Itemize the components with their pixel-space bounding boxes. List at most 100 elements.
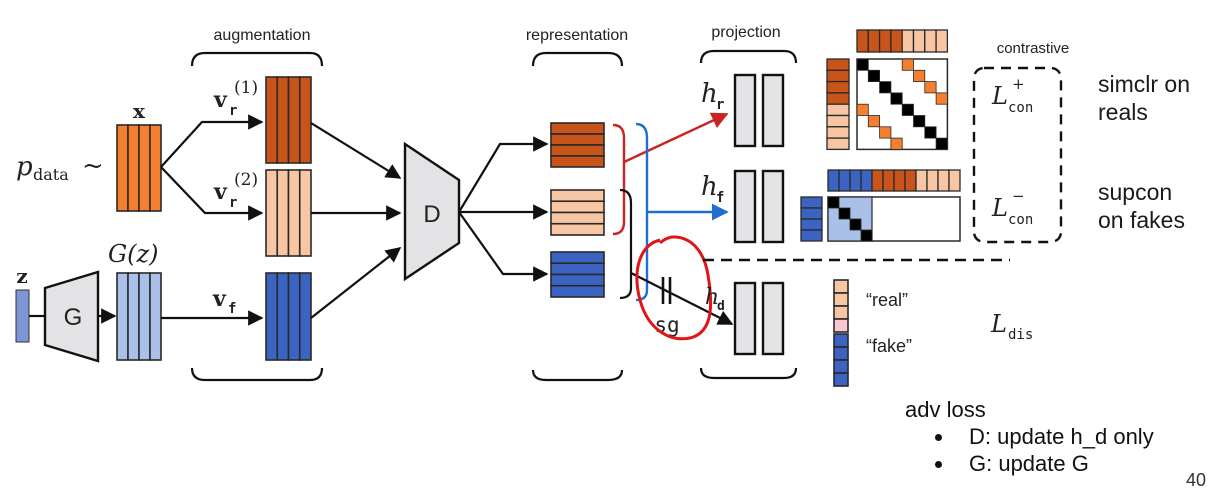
stripe — [550, 122, 605, 135]
stripe — [265, 76, 279, 164]
projection-brace-bottom — [699, 367, 798, 380]
supcon-left-cell — [800, 218, 823, 231]
stripe — [550, 200, 605, 214]
legend-fake-label: “fake” — [866, 336, 912, 356]
svg-text:L: L — [991, 82, 1008, 110]
simclr-left-cell — [826, 103, 850, 117]
legend-real-swatch — [833, 279, 849, 333]
x-label: x — [133, 99, 146, 123]
stripe — [287, 169, 301, 257]
svg-text:r: r — [229, 195, 237, 211]
svg-text:r: r — [716, 97, 724, 113]
L-dis: L dis — [990, 310, 1033, 343]
stripe — [138, 124, 151, 212]
z-label: z — [16, 264, 27, 288]
simclr-diagonal-cell — [856, 58, 869, 71]
stripe — [116, 124, 129, 212]
stripe — [833, 359, 849, 374]
supcon-note-line-1: supcon — [1098, 179, 1173, 205]
simclr-positive-cell — [856, 103, 869, 116]
simclr-positive-cell — [867, 115, 880, 128]
augmentation-brace-bottom — [190, 367, 324, 382]
legend-real-label: “real” — [866, 290, 908, 310]
hf-label: h f — [701, 172, 724, 206]
svg-text:+: + — [1012, 75, 1025, 93]
stop-gradient-label: sg — [654, 313, 679, 337]
real-pair-brace — [612, 123, 626, 236]
supcon-left-vector — [800, 196, 823, 242]
stripe — [149, 124, 162, 212]
simclr-positive-cell — [935, 92, 948, 105]
supcon-left-cell — [800, 196, 823, 209]
simclr-diagonal-cell — [935, 137, 948, 150]
stripe — [550, 155, 605, 168]
Gz-block — [116, 272, 162, 361]
representation-brace-bottom — [531, 369, 624, 382]
rep-fake-block — [550, 251, 605, 298]
supcon-diagonal-cell — [849, 218, 862, 231]
arrow-to-hd — [630, 272, 734, 325]
svg-text:~: ~ — [82, 151, 104, 181]
simclr-positive-cell — [890, 137, 903, 150]
vr1-label: v r (1) — [213, 78, 258, 119]
simclr-left-cell — [826, 58, 850, 71]
supcon-top-cell — [882, 169, 895, 192]
svg-text:p: p — [16, 152, 33, 182]
supcon-top-cell — [893, 169, 906, 192]
simclr-left-cell — [826, 80, 850, 94]
hr-layer-2 — [761, 73, 785, 148]
simclr-top-cell — [890, 29, 903, 53]
svg-text:v: v — [213, 179, 228, 205]
supcon-left-cell — [800, 207, 823, 220]
simclr-top-cell — [901, 29, 915, 53]
stripe — [276, 76, 290, 164]
simclr-top-cell — [856, 29, 869, 53]
supcon-top-vector — [827, 169, 961, 192]
hr-label: h r — [701, 79, 724, 113]
simclr-similarity-matrix — [856, 58, 949, 151]
svg-text:h: h — [701, 79, 718, 109]
adv-loss-title: adv loss — [905, 397, 986, 422]
annotation-circle — [635, 235, 713, 341]
simclr-top-cell — [924, 29, 937, 53]
hr-layer-1 — [733, 73, 757, 148]
adv-loss-item-G: G: update G — [955, 450, 1154, 477]
stripe — [550, 189, 605, 203]
stripe — [298, 169, 312, 257]
simclr-positive-cell — [924, 81, 937, 94]
stripe — [833, 346, 849, 361]
hd-layer-2 — [761, 281, 785, 356]
arrow-D-to-rep-real1 — [458, 136, 549, 213]
supcon-similarity-matrix — [827, 196, 961, 242]
arrow-vf-to-D — [310, 247, 402, 319]
representation-brace-top — [531, 51, 624, 67]
simclr-left-cell — [826, 126, 850, 139]
arrow-reals-to-hr — [623, 112, 729, 164]
svg-text:f: f — [228, 301, 236, 317]
p-data-label: p data ~ — [16, 151, 104, 184]
stripe — [276, 169, 290, 257]
simclr-note-line-2: reals — [1098, 99, 1148, 125]
simclr-positive-cell — [913, 69, 926, 83]
svg-text:−: − — [1012, 187, 1025, 205]
all-reps-brace — [635, 122, 649, 302]
supcon-diagonal-cell — [838, 207, 851, 220]
stripe — [116, 272, 129, 361]
stripe — [127, 124, 140, 212]
simclr-top-cell — [935, 29, 949, 53]
stripe — [127, 272, 140, 361]
supcon-top-cell — [838, 169, 851, 192]
arrow-x-to-vr1 — [160, 114, 264, 168]
supcon-top-cell — [871, 169, 884, 192]
simclr-diagonal-cell — [924, 126, 937, 139]
simclr-diagonal-cell — [890, 92, 903, 105]
vr2-label: v r (2) — [213, 170, 258, 211]
stripe — [550, 133, 605, 146]
svg-text:L: L — [990, 310, 1007, 338]
simclr-top-cell — [912, 29, 926, 53]
stripe — [833, 292, 849, 307]
svg-text:(1): (1) — [234, 78, 258, 98]
rep-real2-block — [550, 189, 605, 236]
stripe — [550, 273, 605, 287]
supcon-top-cell — [827, 169, 840, 192]
